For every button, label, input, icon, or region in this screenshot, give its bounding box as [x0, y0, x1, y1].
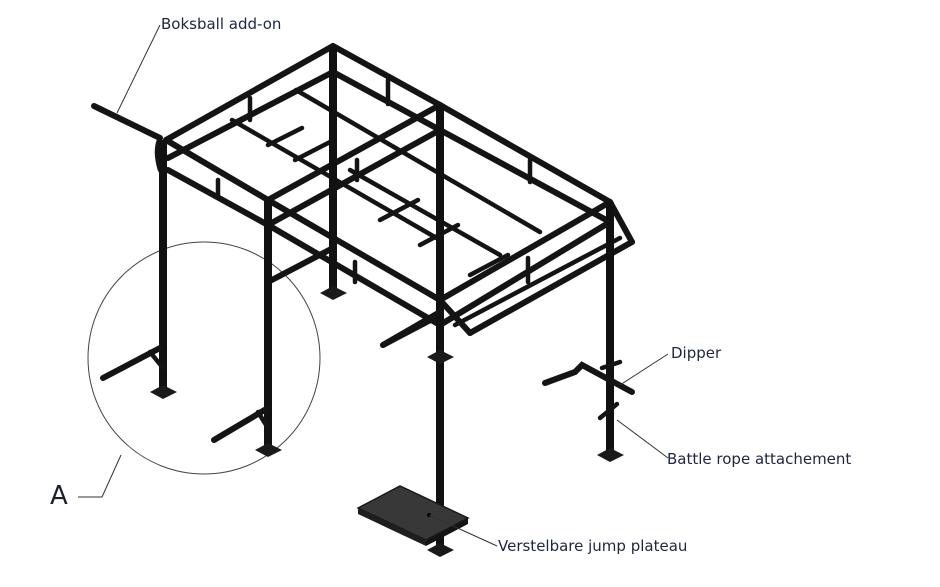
plateau-side [426, 518, 468, 546]
roof-rail [265, 197, 443, 303]
roof-rail [330, 43, 443, 108]
roof-rail [163, 137, 271, 203]
roof-rail [265, 102, 443, 203]
battle-rope-hook [597, 401, 620, 421]
roof-rail [163, 43, 336, 143]
j-hook-brace [147, 349, 166, 371]
roof-frame [163, 43, 635, 348]
roof-rail [437, 199, 613, 303]
battle-rope-leader [616, 419, 669, 459]
detail-circle-a [87, 241, 321, 475]
foot-plate [255, 443, 282, 457]
ladder-rung [467, 252, 511, 278]
boksball-arm [91, 24, 163, 173]
detail-label-a: A [50, 481, 68, 511]
foot-plate [597, 448, 624, 462]
dipper [542, 353, 669, 395]
roof-rail [437, 127, 613, 225]
callout-dipper: Dipper [671, 344, 722, 362]
dipper-handle [542, 361, 635, 395]
plateau-leader [428, 514, 498, 547]
foot-plate [320, 286, 347, 300]
front-bar [437, 297, 473, 336]
plateau-side [358, 508, 426, 546]
callout-battle-rope: Battle rope attachement [667, 450, 852, 468]
foot-plate [427, 543, 454, 557]
dipper-leader [619, 353, 669, 386]
callout-boksball: Boksball add-on [161, 15, 282, 33]
ladder-rail [347, 167, 503, 258]
foot-plate [427, 350, 454, 364]
low-crossbeam [265, 245, 336, 285]
jump-plateau [356, 485, 498, 547]
callout-jump-plateau: Verstelbare jump plateau [498, 537, 688, 555]
ladder-rung [265, 125, 305, 148]
boksball-beam [91, 103, 163, 141]
front-bar [452, 235, 623, 328]
battle-rope-attachment [597, 401, 669, 459]
roof-rail [265, 127, 443, 228]
ladder-rung [292, 139, 333, 163]
foot-plates [150, 286, 624, 557]
boksball-leader [116, 24, 161, 114]
ladder-rung [377, 197, 421, 223]
detail-a-leader [78, 454, 122, 498]
front-bar [467, 239, 635, 336]
j-hook-arms [100, 309, 443, 443]
roof-rail [437, 219, 613, 328]
posts [159, 46, 614, 550]
j-hook-brace [255, 409, 271, 431]
foot-plate [150, 385, 177, 399]
roof-rail [437, 102, 613, 205]
j-hook-arm [380, 309, 443, 348]
dipper-clamp [599, 359, 623, 371]
